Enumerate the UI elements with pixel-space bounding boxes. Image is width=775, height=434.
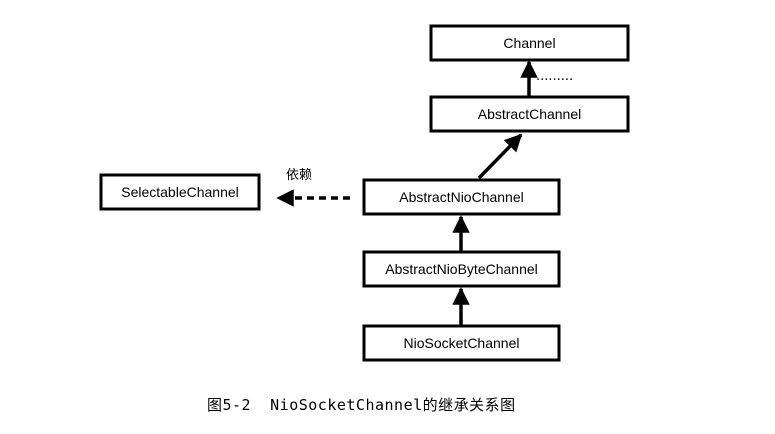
node-abstract-nio-channel-label: AbstractNioChannel <box>399 189 524 205</box>
node-channel-label: Channel <box>503 35 555 51</box>
node-nio-socket-channel-label: NioSocketChannel <box>404 335 520 351</box>
node-abstract-channel: AbstractChannel <box>429 95 630 133</box>
node-nio-socket-channel: NioSocketChannel <box>362 324 561 362</box>
arrow-abstract-nio-channel-to-abstract-channel <box>477 133 523 180</box>
node-abstract-channel-label: AbstractChannel <box>478 106 582 122</box>
node-selectable-channel: SelectableChannel <box>99 173 261 211</box>
figure-caption: 图5-2 NioSocketChannel的继承关系图 <box>207 396 516 414</box>
ellipsis-label: ......... <box>536 69 573 84</box>
node-abstract-nio-byte-channel-label: AbstractNioByteChannel <box>385 261 538 277</box>
node-abstract-nio-byte-channel: AbstractNioByteChannel <box>362 250 561 288</box>
node-selectable-channel-label: SelectableChannel <box>121 184 239 200</box>
node-abstract-nio-channel: AbstractNioChannel <box>362 178 561 216</box>
node-channel: Channel <box>429 24 630 62</box>
dependency-label: 依赖 <box>286 168 312 183</box>
